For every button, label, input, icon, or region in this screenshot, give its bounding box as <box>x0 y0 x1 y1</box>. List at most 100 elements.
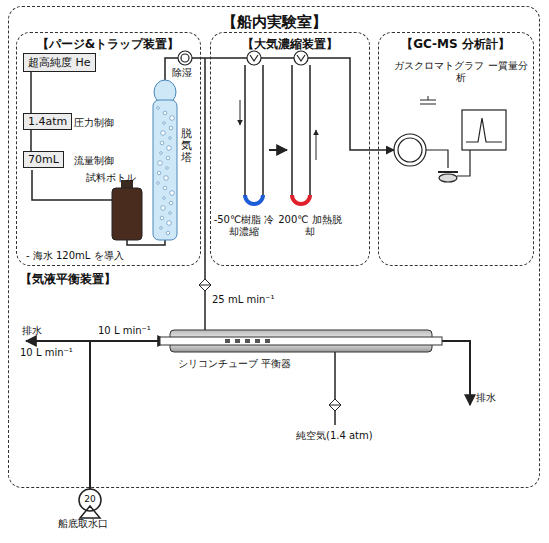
bubbles <box>160 152 163 155</box>
gas-lines <box>32 58 394 330</box>
valves <box>247 51 261 65</box>
pressure-box: 1.4atm <box>23 113 72 130</box>
equilibrator-sample-filter <box>199 285 211 286</box>
pump <box>80 506 100 518</box>
gc-column-and-detector <box>462 110 506 150</box>
gc-column-and-detector <box>394 134 426 166</box>
pump <box>79 489 101 518</box>
bubbles <box>160 141 164 145</box>
gc-column-and-detector <box>426 150 448 168</box>
air-filter <box>329 399 341 411</box>
region-title: 【GC-MS 分析計】 <box>379 33 533 53</box>
region-title: 【パージ&トラップ装置】 <box>17 33 200 53</box>
valves <box>297 55 305 61</box>
to-gc-line <box>308 58 394 150</box>
bubbles <box>161 131 166 136</box>
part-label: 試料ボトル <box>86 172 136 184</box>
column-outlet-line <box>165 58 247 80</box>
gc-column-and-detector <box>438 171 458 173</box>
region-title: 【船内実験室】 <box>9 7 539 32</box>
water-lines <box>26 341 470 490</box>
trap-tubes <box>245 195 263 204</box>
callout-number: 20 <box>80 494 100 505</box>
valves <box>247 51 308 65</box>
box-label: 70mL <box>28 153 59 166</box>
silicone-tube-equilibrator <box>160 337 442 345</box>
control-label: 圧力制御 <box>74 117 114 129</box>
trap-tubes <box>240 65 316 204</box>
bubbles <box>157 171 161 175</box>
bottle-to-column-line <box>127 240 165 245</box>
part-label: シリコンチューブ 平衡器 <box>178 358 298 370</box>
flow-label: 25 mL min⁻¹ <box>212 294 275 306</box>
dehumidifier-coil <box>178 51 192 65</box>
bubbles <box>163 111 167 115</box>
trap-tubes <box>292 65 310 204</box>
bubbles <box>169 126 173 130</box>
trap-tubes <box>245 65 263 204</box>
dehumidifier-coil <box>181 54 189 62</box>
gc-column-and-detector <box>439 174 457 182</box>
trap-tubes <box>316 130 317 160</box>
bubbles <box>163 186 167 190</box>
sample-bottle <box>112 180 142 240</box>
drain-label: 排水 <box>22 325 42 337</box>
gc-column-and-detector <box>457 150 470 176</box>
bubbles <box>169 137 172 140</box>
valves <box>294 51 308 65</box>
supply-label: 純空気(1.4 atm) <box>296 430 373 442</box>
bubbles <box>167 146 172 151</box>
equilibrator-sample-filter <box>199 279 211 291</box>
note-label: - 海水 120mL を導入 <box>26 250 124 262</box>
tube-holes <box>265 339 270 343</box>
flow-label: 10 L min⁻¹ <box>20 347 73 359</box>
box-label: 1.4atm <box>28 115 67 128</box>
water-lines <box>26 340 90 342</box>
tube-holes <box>235 339 240 343</box>
tube-holes <box>225 339 230 343</box>
bubbles <box>170 191 175 196</box>
purge-trap-region: 【パージ&トラップ装置】超高純度 He 1.4atm 70mL <box>16 32 201 266</box>
control-label: 流量制御 <box>74 155 114 167</box>
gc-column-and-detector <box>420 96 436 104</box>
trap-tubes <box>269 149 287 151</box>
bubbles <box>157 107 175 235</box>
water-lines <box>334 352 336 425</box>
sample-bottle <box>112 188 142 240</box>
part-label: 除湿 <box>172 67 192 79</box>
condition-label: -50℃樹脂 冷却濃縮 <box>212 214 276 238</box>
gc-column-and-detector <box>398 138 422 162</box>
bubbles <box>167 221 172 226</box>
part-label: ガスクロマトグラフ ー質量分析 <box>392 60 530 84</box>
condition-label: 200℃ 加熱脱却 <box>278 214 342 238</box>
flow-box: 70mL <box>23 151 64 168</box>
degassing-column <box>153 100 177 240</box>
bubbles <box>164 176 169 181</box>
gc-column-and-detector <box>466 118 502 142</box>
gc-column-and-detector <box>394 96 506 182</box>
bubbles <box>166 167 169 170</box>
pump <box>79 489 101 511</box>
trap-tubes <box>292 195 310 204</box>
drain-label: 排水 <box>476 392 496 404</box>
valve-link-line <box>261 57 294 59</box>
bubbles <box>163 197 166 200</box>
box-label: 超高純度 He <box>28 55 91 70</box>
bubbles <box>157 182 160 185</box>
water-lines <box>440 341 470 405</box>
valves <box>250 55 258 61</box>
bubbles <box>161 206 166 211</box>
tube-holes <box>225 339 270 343</box>
trap-tubes <box>240 100 241 125</box>
bubbles <box>169 212 172 215</box>
tube-holes <box>255 339 260 343</box>
degassing-column <box>153 80 177 240</box>
region-title: 【気液平衡装置】 <box>20 272 116 286</box>
dehumidifier-coil <box>178 51 192 65</box>
air-filter <box>329 405 341 406</box>
bubbles <box>169 201 173 205</box>
tube-holes <box>245 339 250 343</box>
